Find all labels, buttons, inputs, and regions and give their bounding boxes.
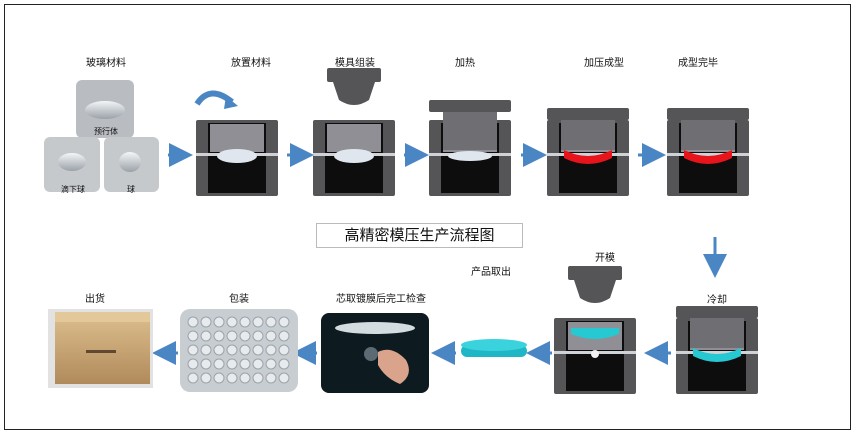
mold-open-glass <box>571 328 619 339</box>
tray-cell <box>213 330 225 342</box>
mold-place-glass <box>217 149 257 163</box>
mold-assembly-upper-die <box>327 124 381 152</box>
label-preform: 预行体 <box>94 127 118 136</box>
tray-cell <box>239 372 251 384</box>
tray-cell <box>187 358 199 370</box>
label-mold-assembly: 模具组装 <box>335 58 375 69</box>
tray-cell <box>187 330 199 342</box>
mold-open-ejector <box>591 350 599 358</box>
tray-cell <box>278 330 290 342</box>
tray-cell <box>265 344 277 356</box>
mold-assembly-glass <box>334 149 374 163</box>
label-forming-done: 成型完毕 <box>678 58 718 69</box>
shipping-box-photo <box>48 309 153 388</box>
label-packaging: 包装 <box>229 294 249 305</box>
tray-cell <box>278 372 290 384</box>
tray-cell <box>200 330 212 342</box>
tray-cell <box>200 358 212 370</box>
tray-cell <box>252 344 264 356</box>
mold-done-lid-punch <box>681 120 735 150</box>
mold-place-upper-die <box>210 124 264 152</box>
tray-cell <box>265 330 277 342</box>
tray-cell <box>226 330 238 342</box>
diagram-title: 高精密模压生产流程图 <box>316 223 523 248</box>
label-place-material: 放置材料 <box>231 58 271 69</box>
tray-cell <box>265 358 277 370</box>
tray-cell <box>226 344 238 356</box>
tray-cell <box>226 316 238 328</box>
label-inspection: 芯取镀膜后完工检查 <box>336 294 426 305</box>
label-mold-open: 开模 <box>595 253 615 264</box>
packaging-photo <box>180 309 298 392</box>
tray-cell <box>278 344 290 356</box>
label-heating: 加热 <box>455 58 475 69</box>
tray-cell <box>239 358 251 370</box>
tray-cell <box>200 344 212 356</box>
mold-group <box>196 68 758 394</box>
label-drop-ball: 滴下球 <box>61 185 85 194</box>
tray-cell <box>265 372 277 384</box>
tray-cell <box>278 316 290 328</box>
label-glass-material: 玻璃材料 <box>86 58 126 69</box>
label-ball: 球 <box>127 185 135 194</box>
tray-cell <box>187 372 199 384</box>
mold-press-parting-line <box>547 153 629 156</box>
mold-assembly-lid-punch <box>333 82 375 105</box>
mold-press-glass <box>564 150 612 164</box>
mold-cooling-lid-punch <box>690 318 744 348</box>
mold-heating-lid-punch <box>443 112 497 150</box>
mold-cooling-glass <box>693 348 741 362</box>
tray-cell <box>252 316 264 328</box>
tray-cell <box>226 372 238 384</box>
mold-assembly-lid-cap <box>327 68 381 82</box>
tray-cell <box>252 372 264 384</box>
mold-open-lid-cap <box>568 266 622 280</box>
label-product-removal: 产品取出 <box>471 267 511 278</box>
tray-cell <box>200 316 212 328</box>
tray-cell <box>239 330 251 342</box>
mold-done-glass <box>684 150 732 164</box>
tray-cell <box>187 344 199 356</box>
tray-cell <box>213 344 225 356</box>
mold-heating-lid-cap <box>429 100 511 112</box>
mold-cooling-lid-cap <box>676 306 758 318</box>
flow-arrows <box>152 143 727 365</box>
tray-cell <box>200 372 212 384</box>
tray-cell <box>213 358 225 370</box>
mold-press-lid-cap <box>547 108 629 120</box>
mold-heating-glass <box>448 151 492 161</box>
mold-done-parting-line <box>667 153 749 156</box>
label-shipping: 出货 <box>85 294 105 305</box>
mold-open-lid-punch <box>574 280 616 303</box>
tray-cell <box>213 372 225 384</box>
tray-cell <box>265 316 277 328</box>
label-press-forming: 加压成型 <box>584 58 624 69</box>
inspection-photo <box>321 313 429 393</box>
label-cooling: 冷却 <box>707 295 727 306</box>
tray-cell <box>252 330 264 342</box>
tray-cell <box>187 316 199 328</box>
tray-cell <box>239 316 251 328</box>
mold-cooling-parting-line <box>676 351 758 354</box>
diagram-frame <box>4 4 851 430</box>
glass-material-photos <box>44 80 159 192</box>
tray-cell <box>252 358 264 370</box>
tray-cell <box>226 358 238 370</box>
finished-lens <box>461 339 527 357</box>
tray-cell <box>278 358 290 370</box>
mold-done-lid-cap <box>667 108 749 120</box>
place-arrow-head <box>224 96 238 109</box>
mold-press-lid-punch <box>561 120 615 150</box>
tray-cell <box>213 316 225 328</box>
tray-cell <box>239 344 251 356</box>
